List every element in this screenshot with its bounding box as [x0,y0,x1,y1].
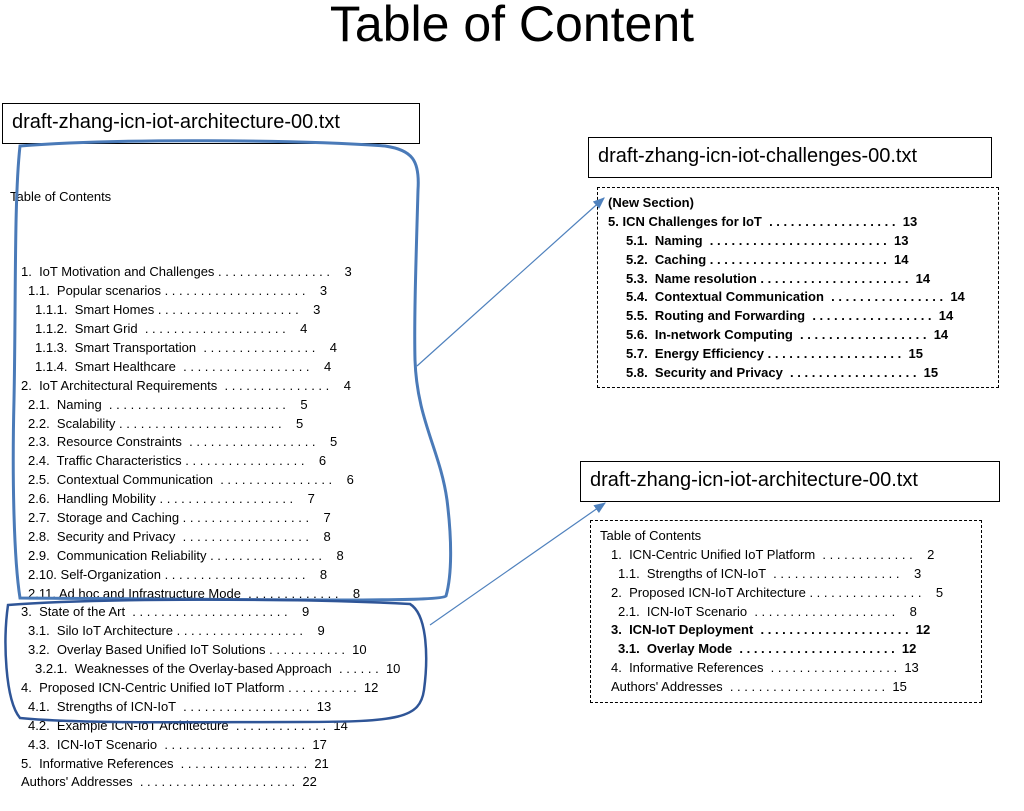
toc-heading: Table of Contents [10,188,112,204]
toc-entry: 3. State of the Art . . . . . . . . . . … [21,604,310,620]
page-title: Table of Content [329,0,695,52]
toc-entry: 5.4. Contextual Communication . . . . . … [626,289,965,305]
toc-entry: 4.1. Strengths of ICN-IoT . . . . . . . … [28,698,332,714]
toc-entry: 5. Informative References . . . . . . . … [21,755,329,771]
toc-entry: Authors' Addresses . . . . . . . . . . .… [611,679,907,695]
toc-entry: 2.3. Resource Constraints . . . . . . . … [28,434,338,450]
toc-entry: 2.5. Contextual Communication . . . . . … [28,472,354,488]
toc-entry: 1.1.3. Smart Transportation . . . . . . … [35,339,338,355]
doc-label-architecture-old: draft-zhang-icn-iot-architecture-00.txt [2,103,420,144]
doc-label-challenges: draft-zhang-icn-iot-challenges-00.txt [588,137,992,178]
toc-entry: 3.1. Silo IoT Architecture . . . . . . .… [28,623,325,639]
toc-entry: 2.9. Communication Reliability . . . . .… [28,547,344,563]
toc-entry: 2.2. Scalability . . . . . . . . . . . .… [28,415,304,431]
toc-entry: 3.2.1. Weaknesses of the Overlay-based A… [35,661,401,677]
toc-entry: 2.1. ICN-IoT Scenario . . . . . . . . . … [618,603,917,619]
toc-entry: 1.1. Strengths of ICN-IoT . . . . . . . … [618,565,922,581]
toc-entry: Table of Contents [600,528,702,543]
toc-entry: 3.1. Overlay Mode . . . . . . . . . . . … [618,641,917,657]
toc-entry: 2.11. Ad hoc and Infrastructure Mode . .… [28,585,361,601]
toc-entry: 4. Informative References . . . . . . . … [611,660,919,676]
toc-entry: 3. ICN-IoT Deployment . . . . . . . . . … [611,622,931,638]
toc-entry: 5.1. Naming . . . . . . . . . . . . . . … [626,232,909,248]
toc-entry: 1.1.4. Smart Healthcare . . . . . . . . … [35,358,332,374]
toc-entry: 1. ICN-Centric Unified IoT Platform . . … [611,546,935,562]
toc-entries: 1. IoT Motivation and Challenges . . . .… [10,245,400,793]
toc-entry: 4. Proposed ICN-Centric Unified IoT Plat… [21,680,379,695]
toc-entry: 2.1. Naming . . . . . . . . . . . . . . … [28,396,308,412]
toc-entry: 5.5. Routing and Forwarding . . . . . . … [626,308,954,324]
toc-architecture-old: Table of Contents 1. IoT Motivation and … [10,150,400,811]
toc-entry: 2.6. Handling Mobility . . . . . . . . .… [28,491,315,507]
toc-entry: 2.10. Self-Organization . . . . . . . . … [28,566,328,582]
toc-challenges-excerpt: (New Section) 5. ICN Challenges for IoT .… [597,187,999,388]
toc-entry: 3.2. Overlay Based Unified IoT Solutions… [28,642,367,658]
toc-entry: 1.1. Popular scenarios . . . . . . . . .… [28,283,328,299]
arrow-to-new-architecture [429,502,606,626]
toc-entry: 4.2. Example ICN-IoT Architecture . . . … [28,717,348,733]
toc-entry: (New Section) [608,195,694,210]
toc-entry: 5.8. Security and Privacy . . . . . . . … [626,365,939,381]
toc-entry: 5. ICN Challenges for IoT . . . . . . . … [608,213,918,229]
toc-entry: 5.7. Energy Efficiency . . . . . . . . .… [626,346,923,362]
toc-architecture-new: Table of Contents 1. ICN-Centric Unified … [590,520,982,703]
toc-entry: 1.1.1. Smart Homes . . . . . . . . . . .… [35,302,321,318]
toc-entry: 2.8. Security and Privacy . . . . . . . … [28,528,331,544]
toc-entry: 2.4. Traffic Characteristics . . . . . .… [28,453,327,469]
toc-entry: Authors' Addresses . . . . . . . . . . .… [21,774,317,790]
toc-entry: 5.6. In-network Computing . . . . . . . … [626,327,949,343]
toc-entry: 4.3. ICN-IoT Scenario . . . . . . . . . … [28,736,327,752]
toc-entry [10,245,400,264]
doc-label-architecture-new: draft-zhang-icn-iot-architecture-00.txt [580,461,1000,502]
toc-entry: 1.1.2. Smart Grid . . . . . . . . . . . … [35,321,308,337]
toc-entry: 2. Proposed ICN-IoT Architecture . . . .… [611,584,944,600]
toc-entry: 2.7. Storage and Caching . . . . . . . .… [28,509,331,525]
toc-entry: 5.3. Name resolution . . . . . . . . . .… [626,270,931,286]
toc-entry: 5.2. Caching . . . . . . . . . . . . . .… [626,251,909,267]
toc-entry: 2. IoT Architectural Requirements . . . … [21,377,351,393]
toc-entry: 1. IoT Motivation and Challenges . . . .… [21,264,352,280]
arrow-to-challenges [416,197,605,367]
